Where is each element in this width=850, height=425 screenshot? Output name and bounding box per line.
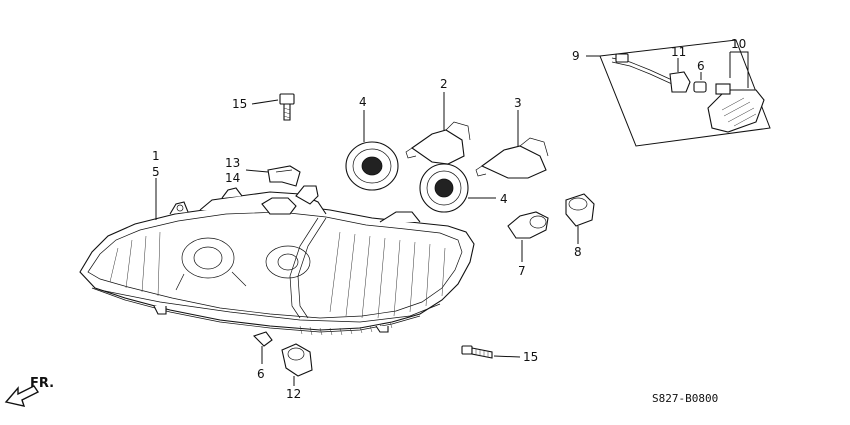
- callout-3: 3: [514, 96, 522, 110]
- side-marker-subassembly: [586, 39, 771, 147]
- diagram-code: S827-B0800: [652, 392, 718, 405]
- callout-15-upper: 15: [232, 97, 247, 111]
- bolt-lower: [461, 345, 521, 359]
- headlight-assembly: [79, 185, 475, 336]
- callout-7: 7: [518, 264, 526, 278]
- callout-8: 8: [574, 245, 582, 259]
- callout-2: 2: [440, 77, 448, 91]
- front-direction-arrow: FR.: [4, 376, 54, 407]
- callout-4-lower: 4: [500, 192, 508, 206]
- callout-9: 9: [572, 49, 580, 63]
- direction-label: FR.: [30, 376, 54, 391]
- callout-11: 11: [671, 45, 686, 59]
- bracket-clip: [245, 165, 301, 187]
- bulb-3: [475, 110, 549, 179]
- callout-10: 10: [731, 37, 746, 51]
- socket-8: [565, 193, 595, 244]
- bulb-7: [507, 211, 549, 262]
- bulb-6-lower: [252, 331, 273, 364]
- bulb-2: [405, 92, 471, 165]
- callout-14: 14: [225, 171, 240, 185]
- dust-cover-b: [419, 163, 496, 213]
- callout-13: 13: [225, 156, 240, 170]
- callout-6-lower: 6: [257, 367, 265, 381]
- callout-1: 1: [152, 149, 160, 163]
- bolt-upper: [251, 93, 295, 121]
- callout-12: 12: [286, 387, 301, 401]
- callout-4-upper: 4: [359, 95, 367, 109]
- dust-cover-a: [345, 110, 399, 191]
- callout-5: 5: [152, 165, 160, 179]
- callout-6-upper: 6: [697, 59, 705, 73]
- callout-15-lower: 15: [523, 350, 538, 364]
- socket-12: [281, 343, 313, 386]
